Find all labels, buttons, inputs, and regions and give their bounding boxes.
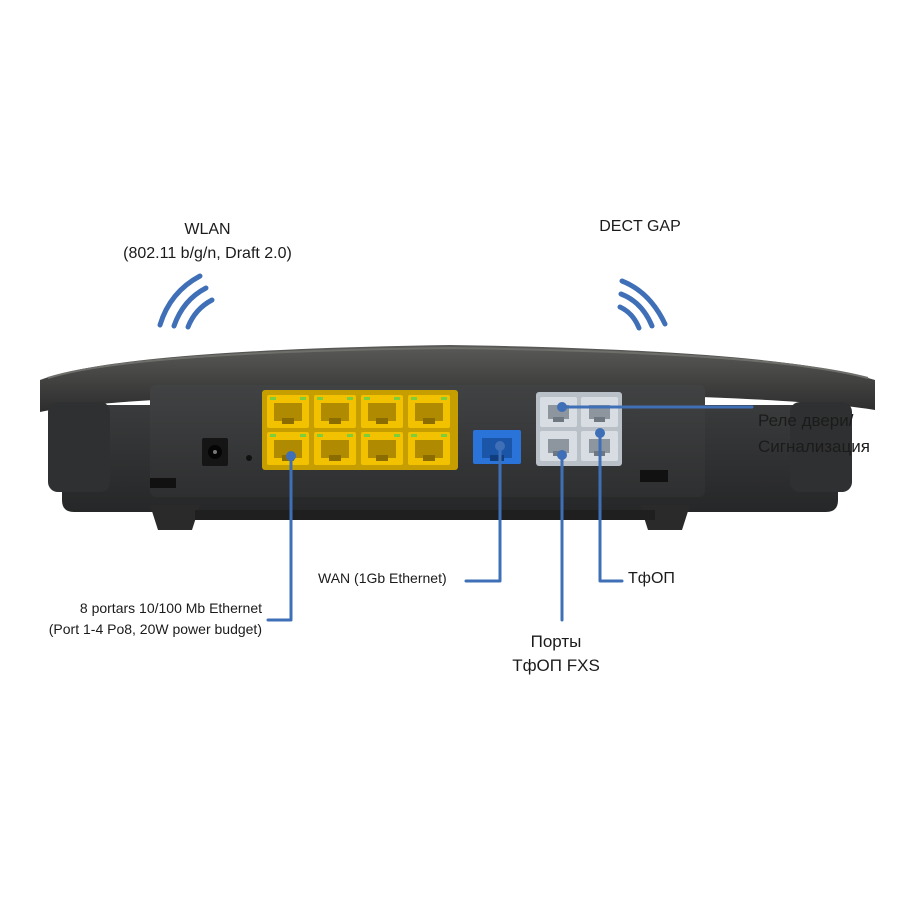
fxs-label: Порты ТфОП FXS (496, 630, 616, 678)
wlan-label: WLAN (802.11 b/g/n, Draft 2.0) (100, 218, 315, 266)
router-side-right (790, 402, 852, 492)
router-top-highlight (47, 346, 869, 379)
wifi-waves-icon (157, 273, 215, 330)
fxs-port[interactable] (540, 397, 577, 427)
router-bottom-rail (195, 510, 655, 520)
relay-label-line1: Реле двери/ (758, 411, 854, 430)
dect-waves-icon (617, 278, 668, 331)
fxs-label-line1: Порты (530, 632, 582, 651)
ethernet-label-line2: (Port 1-4 Po8, 20W power budget) (48, 621, 262, 637)
ethernet-label: 8 portars 10/100 Mb Ethernet (Port 1-4 P… (10, 598, 262, 640)
ethernet-port[interactable] (408, 432, 450, 465)
dect-label: DECT GAP (599, 218, 681, 235)
ethernet-port[interactable] (361, 432, 403, 465)
callout-pstn (598, 431, 624, 583)
pstn-label: ТфОП (628, 570, 675, 587)
relay-label: Реле двери/ Сигнализация (758, 408, 870, 460)
wlan-label-title: WLAN (184, 221, 231, 238)
reset-button[interactable] (246, 455, 252, 461)
vent-slot-left (150, 478, 176, 488)
router-foot-left (150, 505, 200, 530)
callout-dots (286, 402, 605, 461)
callout-wan (464, 444, 502, 583)
ethernet-port[interactable] (267, 395, 309, 428)
ethernet-port[interactable] (408, 395, 450, 428)
fxs-port[interactable] (581, 397, 618, 427)
wan-label: WAN (1Gb Ethernet) (318, 570, 447, 586)
relay-label-line2: Сигнализация (758, 437, 870, 456)
callout-ethernet (266, 454, 293, 622)
vent-slot-right (640, 470, 668, 482)
ethernet-port[interactable] (267, 432, 309, 465)
fxs-label-line2: ТфОП FXS (512, 656, 600, 675)
ethernet-label-line1: 8 portars 10/100 Mb Ethernet (79, 600, 262, 616)
router-side-left (48, 402, 110, 492)
callout-lines (266, 405, 754, 622)
wlan-label-spec: (802.11 b/g/n, Draft 2.0) (123, 245, 292, 262)
ethernet-port[interactable] (361, 395, 403, 428)
fxs-port[interactable] (540, 431, 577, 461)
power-jack[interactable] (202, 438, 228, 466)
ethernet-port[interactable] (314, 395, 356, 428)
ethernet-port[interactable] (314, 432, 356, 465)
